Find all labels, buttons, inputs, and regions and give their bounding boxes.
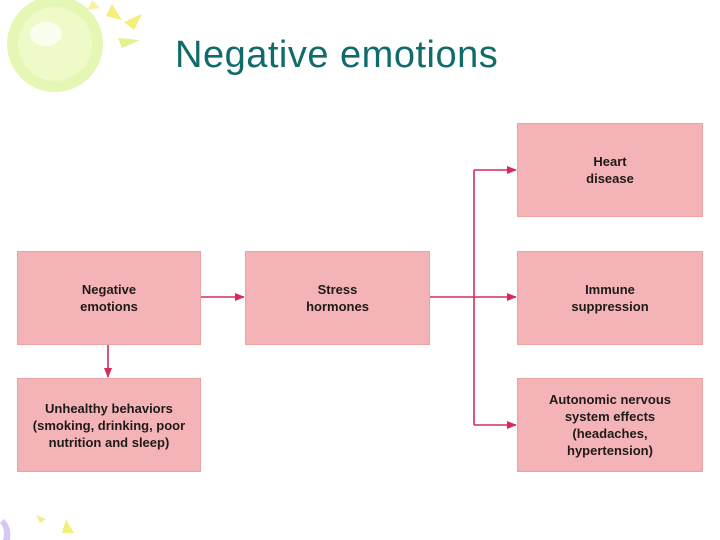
node-negative-emotions: Negative emotions (17, 251, 201, 345)
node-immune-suppression: Immune suppression (517, 251, 703, 345)
node-label: Immune suppression (571, 282, 649, 314)
node-stress-hormones: Stress hormones (245, 251, 430, 345)
accent-shapes-icon (0, 515, 74, 540)
node-autonomic-effects: Autonomic nervous system effects (headac… (517, 378, 703, 472)
node-label: Stress hormones (306, 282, 369, 314)
node-unhealthy-behaviors: Unhealthy behaviors (smoking, drinking, … (17, 378, 201, 472)
sun-icon (7, 0, 142, 92)
node-label: Heart disease (586, 154, 634, 186)
node-label: Autonomic nervous system effects (headac… (548, 392, 672, 458)
slide-title: Negative emotions (175, 34, 499, 76)
node-label: Unhealthy behaviors (smoking, drinking, … (32, 400, 186, 450)
node-heart-disease: Heart disease (517, 123, 703, 217)
node-label: Negative emotions (80, 282, 138, 314)
